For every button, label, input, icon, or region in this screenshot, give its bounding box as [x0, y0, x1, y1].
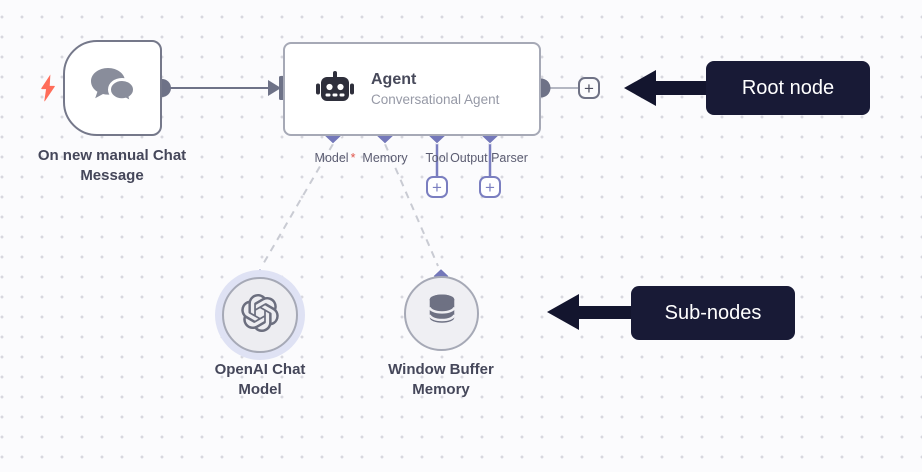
chat-bubbles-icon [87, 64, 139, 113]
root-node-annotation: Root node [706, 61, 870, 115]
memory-dashed-wire [384, 143, 439, 267]
openai-logo-icon [241, 293, 279, 337]
root-node-arrow-bar [654, 81, 707, 95]
add-tool-button[interactable]: + [426, 176, 448, 198]
connector-label-output-parser: Output Parser [450, 151, 528, 165]
trigger-node-label: On new manual Chat Message [37, 147, 187, 185]
add-node-button[interactable]: + [578, 77, 600, 99]
sub-nodes-arrow-bar [577, 306, 632, 319]
agent-node[interactable]: Agent Conversational Agent [283, 42, 541, 136]
connector-label-model: Model* [314, 151, 356, 165]
sub-nodes-arrow-icon [547, 294, 579, 330]
plus-icon: + [485, 177, 495, 197]
lightning-bolt-icon [40, 74, 56, 107]
add-output-parser-button[interactable]: + [479, 176, 501, 198]
chat-trigger-node[interactable] [63, 40, 162, 136]
root-node-arrow-icon [624, 70, 656, 106]
membuf-node-label: Window Buffer Memory [388, 361, 494, 399]
agent-node-title: Agent [371, 70, 417, 88]
robot-icon [315, 67, 355, 112]
sub-nodes-annotation-label: Sub-nodes [664, 301, 762, 324]
root-node-annotation-label: Root node [741, 76, 835, 99]
model-dashed-wire [261, 143, 334, 267]
sub-nodes-annotation: Sub-nodes [631, 286, 795, 340]
plus-icon: + [432, 177, 442, 197]
connector-label-memory: Memory [362, 151, 408, 165]
database-icon [425, 293, 459, 334]
wire-arrowhead-icon [268, 80, 281, 96]
openai-node-label: OpenAI Chat Model [214, 361, 306, 399]
plus-icon: + [584, 78, 594, 98]
required-asterisk: * [350, 151, 356, 165]
connector-label-tool: Tool [425, 151, 449, 165]
window-buffer-memory-node[interactable] [404, 276, 479, 351]
agent-node-subtitle: Conversational Agent [371, 91, 500, 107]
openai-chat-model-node[interactable] [222, 277, 298, 353]
